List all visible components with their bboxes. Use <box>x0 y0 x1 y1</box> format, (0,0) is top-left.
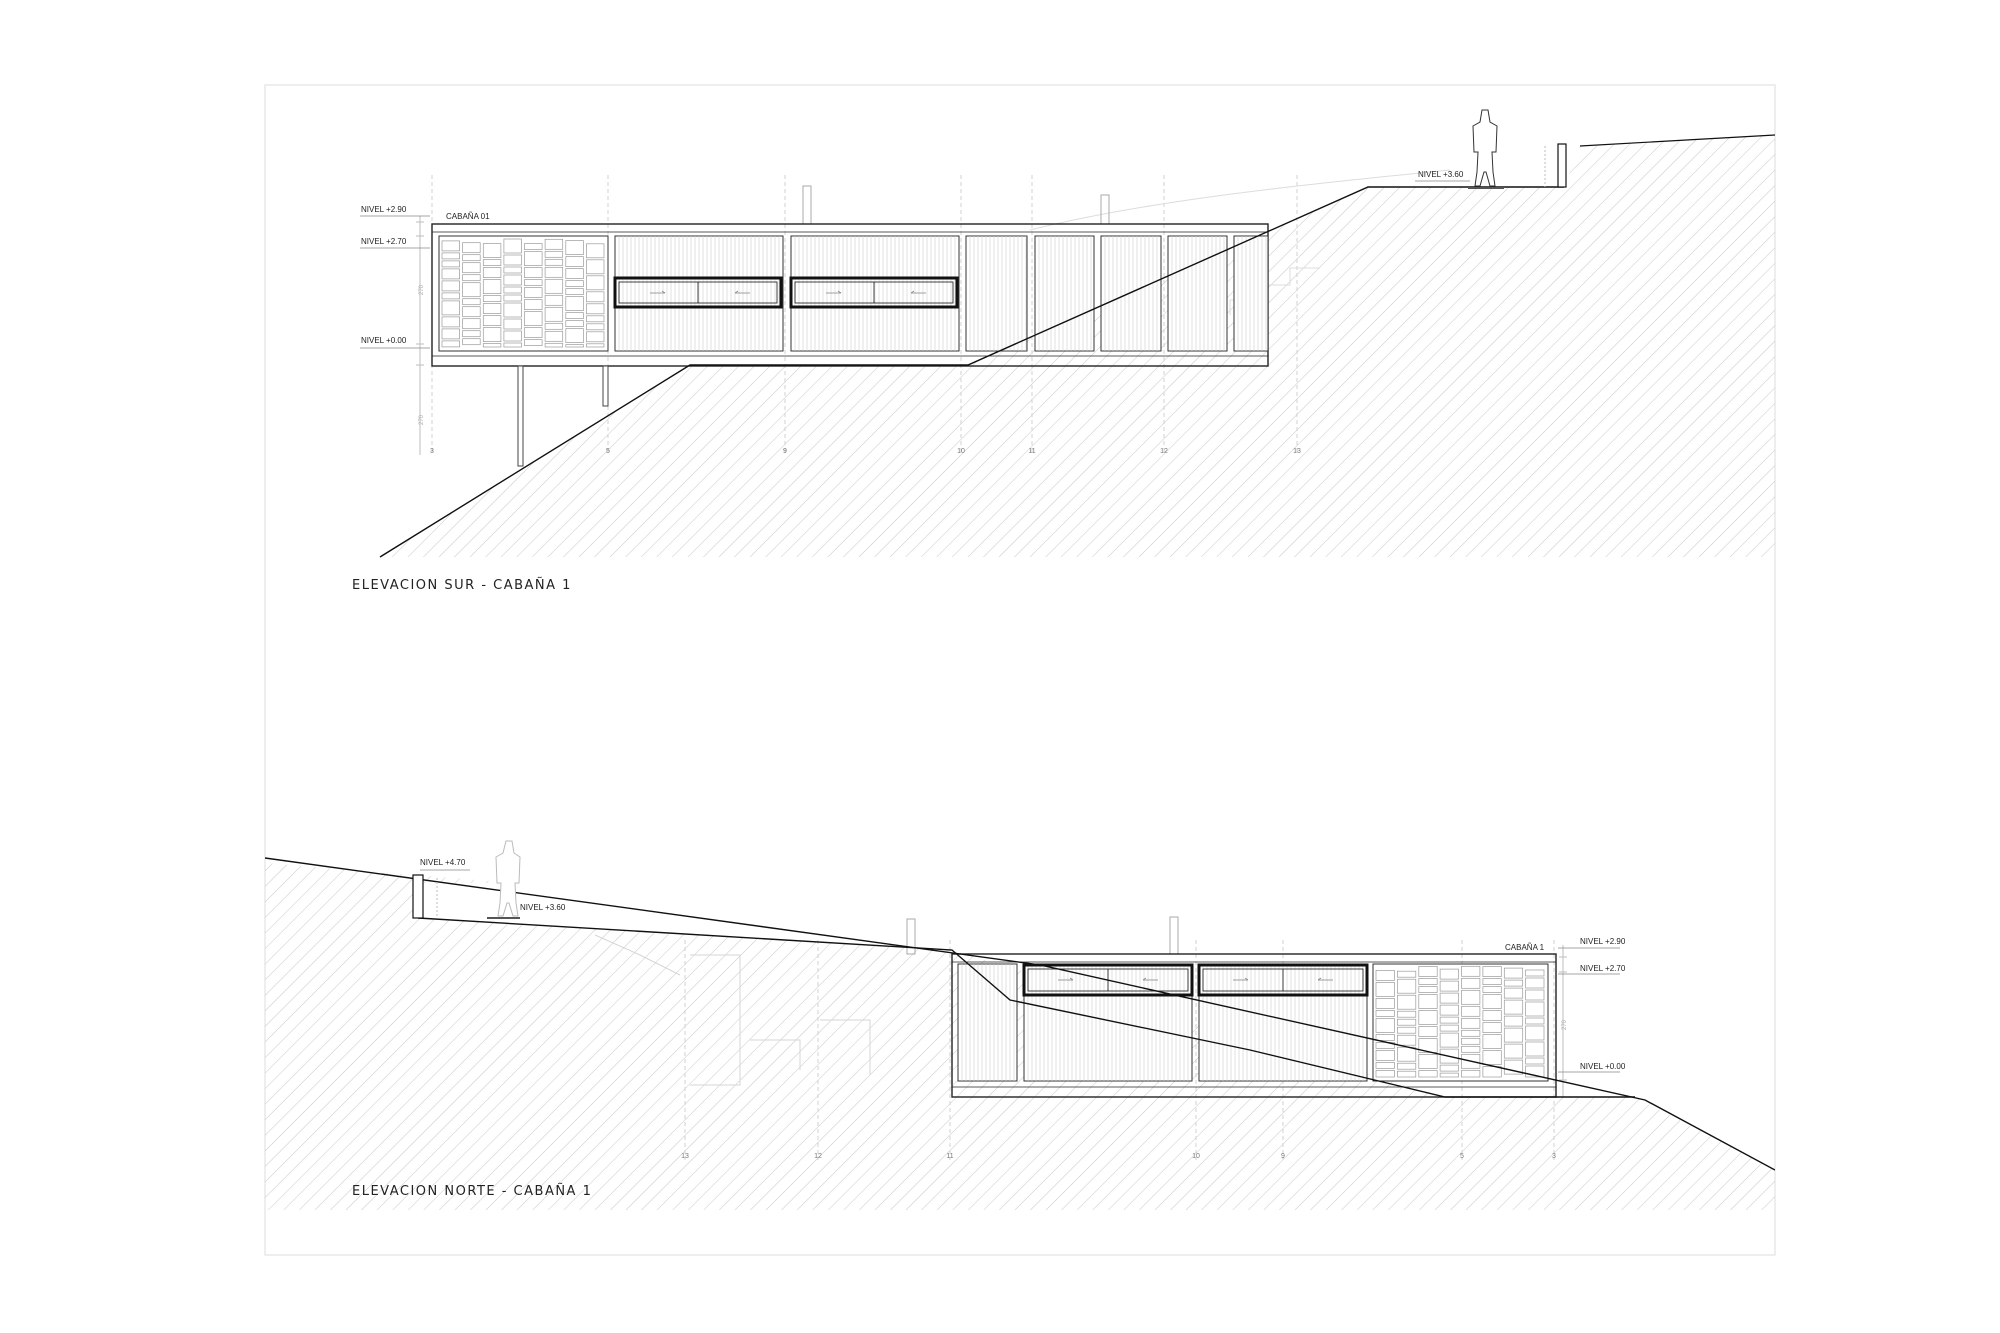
axis-guides-sur <box>431 175 1298 455</box>
stone-panel-sur <box>438 235 609 352</box>
cabin-norte <box>951 953 1557 1098</box>
level-label-norte-4: NIVEL +2.70 <box>1580 964 1626 973</box>
svg-text:270: 270 <box>419 284 425 295</box>
axis-label-sur: 3 <box>430 448 434 455</box>
retaining-wall-sur <box>1557 143 1567 188</box>
elevation-title-sur: ELEVACION SUR - CABAÑA 1 <box>352 578 572 593</box>
cladding-panels-sur <box>614 235 1269 352</box>
terrain-hatch-norte <box>265 863 1775 1210</box>
axis-labels-norte: 13 12 11 10 9 5 3 <box>681 1153 1556 1160</box>
terrain-line-norte-lower <box>417 917 1635 1098</box>
level-label-norte-2: NIVEL +3.60 <box>520 903 566 912</box>
terrain-line-sur <box>379 186 1564 558</box>
dimension-chain-sur <box>416 216 424 455</box>
cladding-panels-norte <box>957 963 1368 1082</box>
retaining-wall-norte <box>412 874 424 919</box>
chimney-norte-1 <box>906 918 916 955</box>
chimney-norte-2 <box>1169 916 1179 955</box>
svg-text:270: 270 <box>419 414 425 425</box>
level-label-sur-1: NIVEL +2.90 <box>361 205 407 214</box>
person-figure-norte <box>487 840 521 919</box>
window-arrows-norte <box>1058 977 1333 981</box>
sheet-frame <box>264 84 1776 1256</box>
axis-label-sur: 13 <box>1293 448 1301 455</box>
level-leaders-sur <box>360 180 1470 349</box>
elevation-norte: 270 <box>265 840 1775 1210</box>
stone-mosaic-norte <box>1375 965 1545 1078</box>
level-label-norte-1: NIVEL +4.70 <box>420 858 466 867</box>
level-label-sur-3: NIVEL +0.00 <box>361 336 407 345</box>
axis-label-norte: 9 <box>1281 1153 1285 1160</box>
axis-label-norte: 10 <box>1192 1153 1200 1160</box>
axis-label-sur: 11 <box>1028 448 1035 455</box>
stone-mosaic-sur <box>441 238 605 348</box>
ribbon-windows-norte <box>1022 963 1369 997</box>
axis-label-norte: 3 <box>1552 1153 1556 1160</box>
ghost-line-sur <box>1029 169 1451 231</box>
level-label-norte-5: NIVEL +0.00 <box>1580 1062 1626 1071</box>
svg-text:270: 270 <box>1562 1019 1568 1030</box>
ribbon-windows-sur <box>613 276 959 309</box>
terrain-line-sur-right <box>1579 134 1775 147</box>
elevation-title-norte: ELEVACION NORTE - CABAÑA 1 <box>352 1184 593 1199</box>
axis-label-norte: 5 <box>1460 1153 1464 1160</box>
axis-label-norte: 12 <box>814 1153 822 1160</box>
chimney-sur-2 <box>1100 194 1110 225</box>
ghost-structure-norte <box>594 934 871 1086</box>
chimney-sur-1 <box>802 185 812 225</box>
axis-labels-sur: 3 5 9 10 11 12 13 <box>430 448 1301 455</box>
axis-label-sur: 9 <box>783 448 787 455</box>
person-figure-sur <box>1468 109 1504 189</box>
level-leaders-norte <box>420 869 1620 1073</box>
axis-label-sur: 12 <box>1160 448 1168 455</box>
level-label-sur-4: NIVEL +3.60 <box>1418 170 1464 179</box>
window-arrows-sur <box>650 290 926 294</box>
elevation-sur: 270 270 <box>360 109 1775 558</box>
level-label-norte-3: NIVEL +2.90 <box>1580 937 1626 946</box>
cabin-label-sur: CABAÑA 01 <box>446 212 490 221</box>
support-posts-sur <box>517 365 609 467</box>
axis-label-norte: 13 <box>681 1153 689 1160</box>
axis-label-sur: 5 <box>606 448 610 455</box>
cabin-label-norte: CABAÑA 1 <box>1505 943 1545 952</box>
axis-label-norte: 11 <box>946 1153 953 1160</box>
level-label-sur-2: NIVEL +2.70 <box>361 237 407 246</box>
axis-label-sur: 10 <box>957 448 965 455</box>
terrain-line-norte-upper <box>265 857 1775 1171</box>
